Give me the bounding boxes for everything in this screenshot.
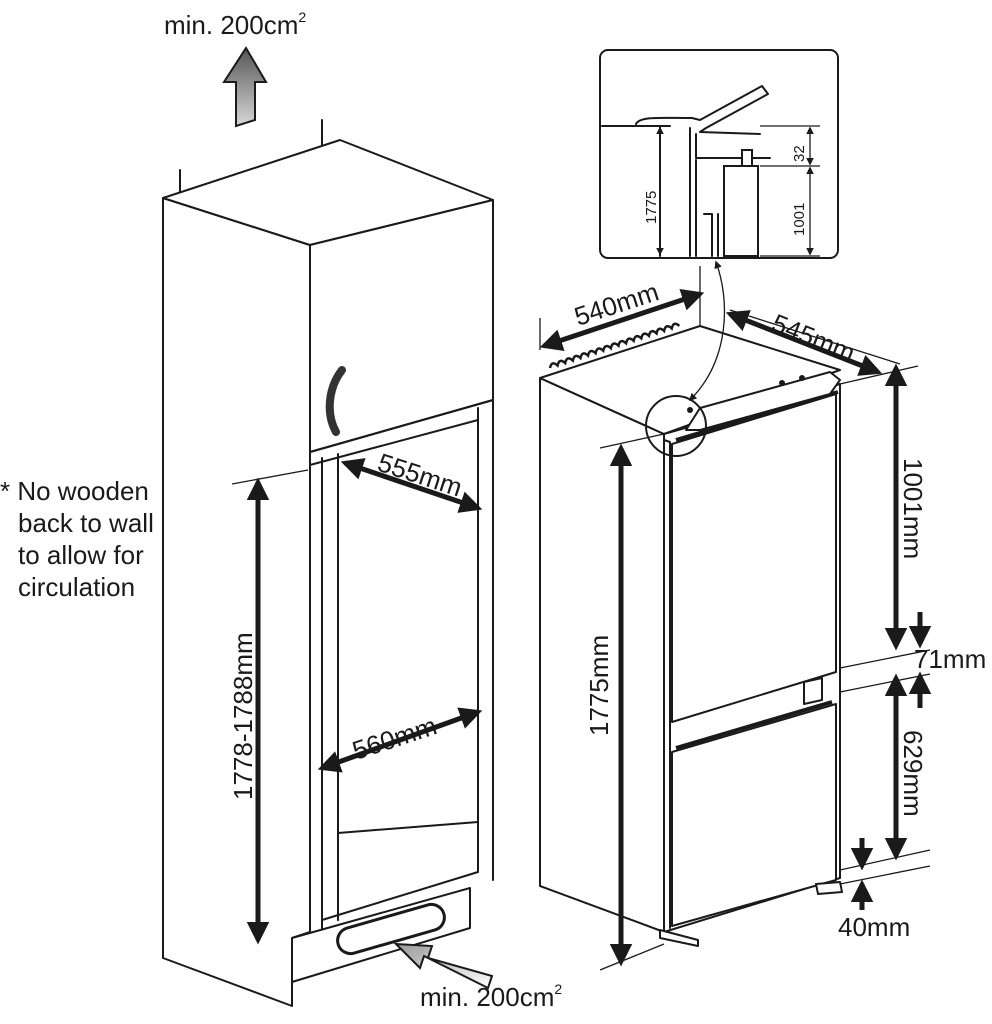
note-line-2: back to wall: [18, 508, 154, 538]
dim-arrow-555: [340, 458, 483, 513]
label-629: 629mm: [898, 730, 928, 817]
housing-dimensions: [231, 458, 483, 945]
airflow-in-arrow: [393, 942, 494, 990]
fridge-dimensions: [539, 289, 932, 967]
plinth-vent-slot: [336, 902, 446, 956]
fridge-appliance: [539, 260, 843, 947]
label-560: 560mm: [349, 710, 441, 765]
detail-inset: [599, 49, 839, 259]
detail-callout-circle: [645, 395, 707, 457]
dim-arrow-540: [539, 289, 705, 351]
label-vent-bottom: min. 200cm2: [420, 981, 562, 1012]
note-line-4: circulation: [18, 572, 135, 602]
label-71: 71mm: [914, 644, 986, 674]
dim-arrow-560: [317, 707, 483, 773]
detail-label-1775: 1775: [643, 191, 660, 224]
detail-label-32: 32: [791, 145, 808, 162]
note-line-3: to allow for: [18, 540, 144, 570]
housing-cabinet: [162, 46, 494, 1007]
detail-label-1001: 1001: [791, 203, 808, 236]
label-1001: 1001mm: [898, 458, 928, 559]
label-1775: 1775mm: [584, 635, 614, 736]
airflow-up-arrow: [222, 46, 268, 128]
label-vent-top: min. 200cm2: [164, 9, 306, 40]
note-line-1: * No wooden: [0, 476, 149, 506]
label-1778: 1778-1788mm: [228, 632, 258, 800]
label-555: 555mm: [374, 447, 466, 502]
label-40: 40mm: [838, 912, 910, 942]
dim-arrow-545: [725, 310, 883, 376]
